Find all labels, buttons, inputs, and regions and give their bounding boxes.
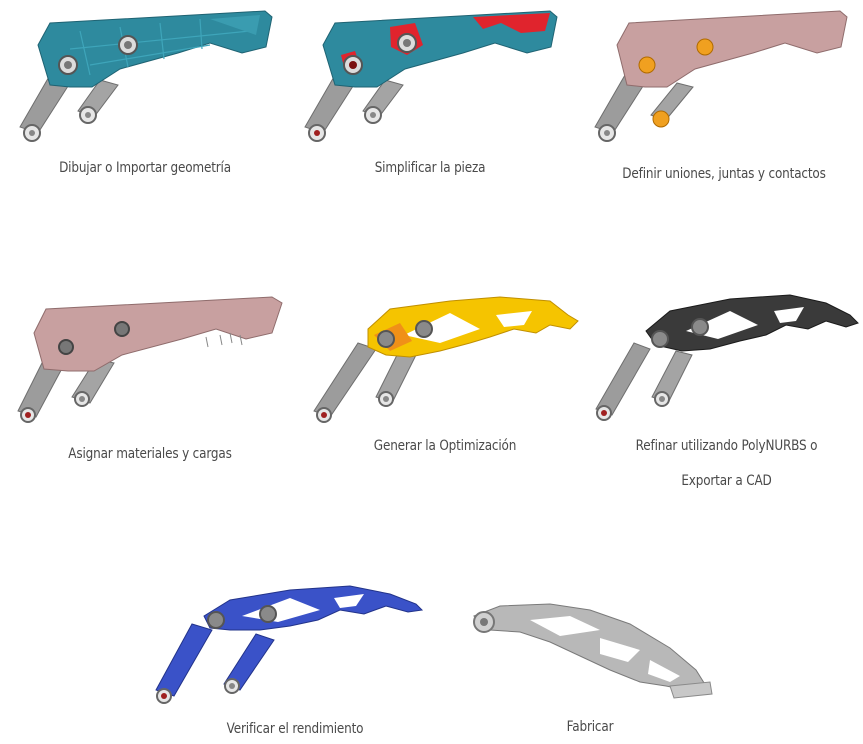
teal-bracket-model <box>10 5 280 145</box>
step-caption: Generar la Optimización <box>320 435 569 457</box>
step-caption: Verificar el rendimiento <box>170 718 419 740</box>
pink-bracket-with-joints <box>585 5 863 145</box>
yellow-optimized-model <box>300 285 590 425</box>
bracket-plate <box>34 297 282 371</box>
step-6-refine-export: Refinar utilizando PolyNURBS o Exportar … <box>590 285 863 505</box>
step-5-generate-optimization: Generar la Optimización <box>300 285 590 475</box>
blue-verified-model <box>150 580 440 708</box>
metal-printed-part <box>460 590 720 710</box>
teal-bracket-with-design-regions <box>295 5 565 145</box>
step-7-verify-performance: Verificar el rendimiento <box>150 580 440 744</box>
step-caption-line1: Refinar utilizando PolyNURBS o <box>609 435 844 457</box>
joint-marker <box>697 39 713 55</box>
bracket-plate <box>617 11 847 87</box>
step-1-import-geometry: Dibujar o Importar geometría <box>10 5 280 190</box>
step-caption: Definir uniones, juntas y contactos <box>604 163 843 185</box>
step-3-define-joints: Definir uniones, juntas y contactos <box>585 5 863 190</box>
step-caption-line2: Exportar a CAD <box>609 470 844 492</box>
joint-marker <box>639 57 655 73</box>
step-caption: Dibujar o Importar geometría <box>29 157 261 179</box>
step-8-manufacture: Fabricar <box>460 590 720 744</box>
step-4-assign-materials: Asignar materiales y cargas <box>10 285 290 475</box>
step-caption: Simplificar la pieza <box>314 157 546 179</box>
step-2-simplify-part: Simplificar la pieza <box>295 5 565 190</box>
step-caption: Asignar materiales y cargas <box>30 443 271 465</box>
dark-refined-model <box>590 285 863 425</box>
step-caption: Fabricar <box>478 716 702 738</box>
joint-marker <box>653 111 669 127</box>
pink-bracket-with-loads <box>10 285 290 425</box>
